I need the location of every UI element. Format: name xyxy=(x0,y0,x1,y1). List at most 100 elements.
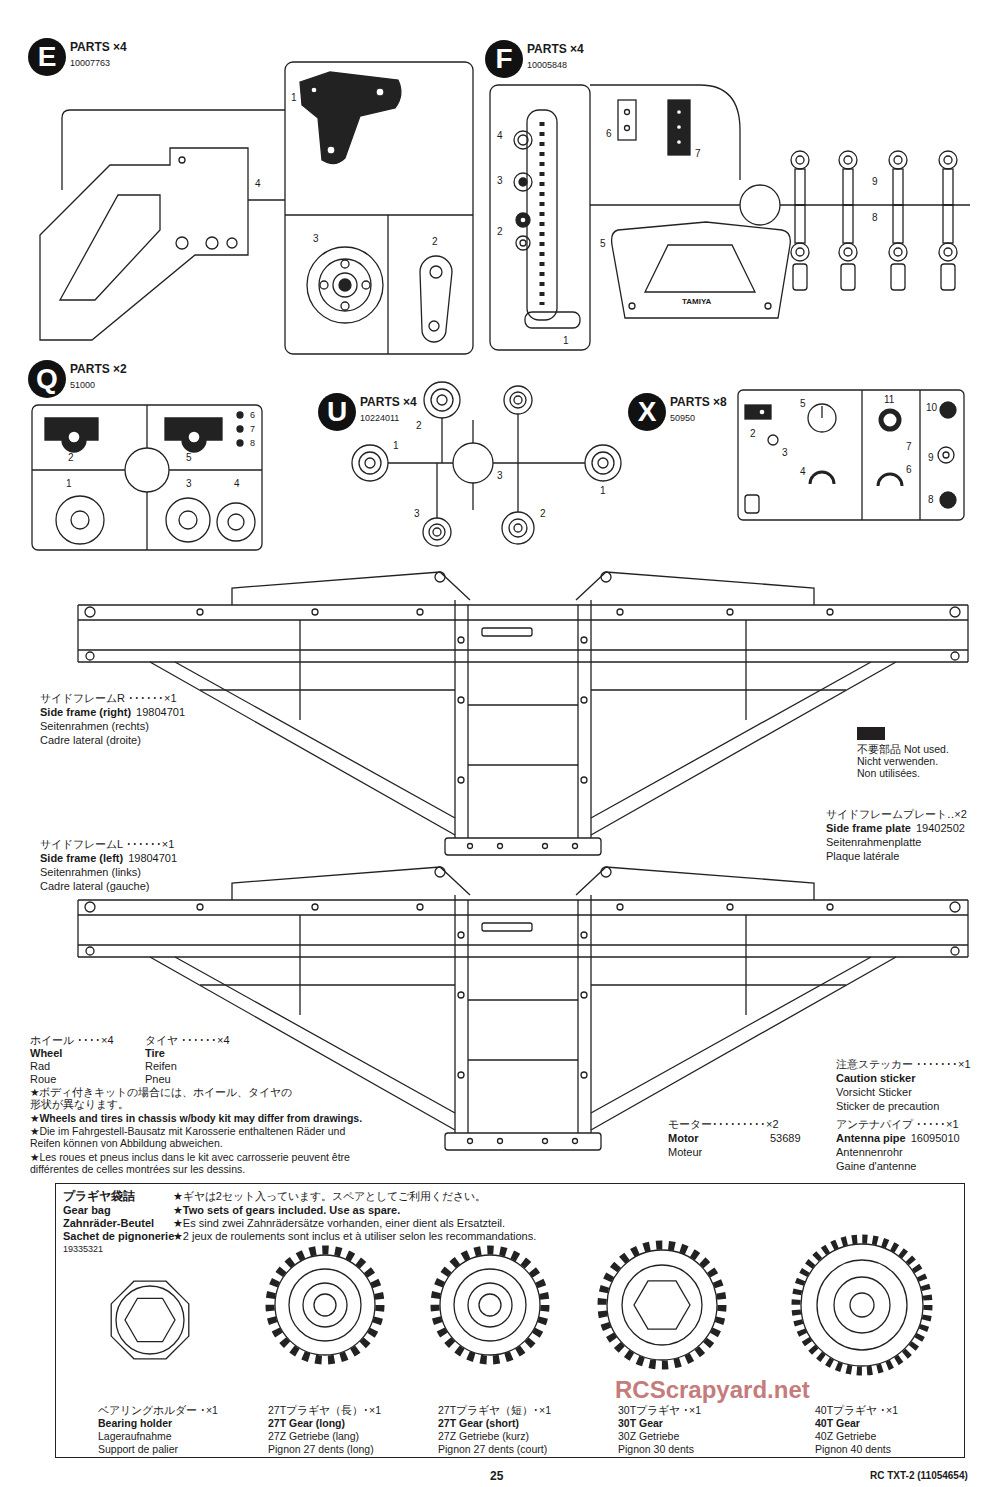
part-label: Side frame plate xyxy=(826,822,911,835)
part-label: Antenna pipe xyxy=(836,1132,906,1145)
sprue-e xyxy=(376,88,384,96)
part-label: 27Z Getriebe (kurz) xyxy=(438,1430,529,1442)
part-label: Gaine d'antenne xyxy=(836,1160,916,1173)
model-code: RC TXT-2 (11054654) xyxy=(870,1470,968,1482)
part-label: Pignon 27 dents (court) xyxy=(438,1443,547,1455)
sprue-u xyxy=(502,512,534,544)
sprue-x xyxy=(938,447,954,463)
callout-number: 8 xyxy=(250,438,255,448)
part-label: Roue xyxy=(30,1073,56,1086)
sprue-f xyxy=(796,156,804,164)
gear-drawings xyxy=(289,1269,361,1341)
sprue-f xyxy=(625,110,630,115)
node-text: ★Two sets of gears included. Use as spar… xyxy=(173,1204,400,1217)
sprue-u xyxy=(423,518,451,546)
sprue-f xyxy=(893,205,903,243)
sprue-e xyxy=(248,200,473,354)
side-frame-left xyxy=(78,867,968,1150)
sprue-f xyxy=(514,131,532,149)
gear-drawings xyxy=(850,1293,874,1317)
sprue-f xyxy=(618,100,636,140)
sprue-f xyxy=(677,110,682,115)
node-text: PARTS ×4 xyxy=(527,43,584,57)
node-text: ★Es sind zwei Zahnrädersätze vorhanden, … xyxy=(173,1217,505,1230)
callout-number: 8 xyxy=(928,494,934,506)
sprue-e xyxy=(227,238,237,248)
node-text: 50950 xyxy=(670,413,695,423)
sprue-f xyxy=(891,264,905,290)
sprue-letter: Q xyxy=(28,360,66,398)
gear-drawings xyxy=(303,1283,347,1327)
sprue-x xyxy=(940,402,956,418)
part-label: Reifen xyxy=(145,1060,177,1073)
sprue-e xyxy=(327,146,335,154)
note: ★Die im Fahrgestell-Bausatz mit Karosser… xyxy=(30,1125,375,1149)
callout-number: 7 xyxy=(695,148,701,160)
callout-number: 3 xyxy=(497,470,503,482)
sprue-f xyxy=(765,303,771,309)
sprue-q xyxy=(71,511,89,529)
sprue-q xyxy=(237,440,243,446)
sprue-letter: E xyxy=(28,38,66,76)
gear-bag-panel: プラギヤ袋詰Gear bagZahnräder-BeutelSachet de … xyxy=(55,1183,965,1458)
gear-drawings xyxy=(834,1277,890,1333)
sprue-e xyxy=(319,259,371,311)
sprue-e xyxy=(339,279,351,291)
node-text: ★ギヤは2セット入っています。スペアとしてご利用ください。 xyxy=(173,1190,486,1203)
part-label: 16095010 xyxy=(911,1132,960,1145)
sprue-f xyxy=(844,248,852,256)
callout-number: 1 xyxy=(600,485,606,497)
sprue-f xyxy=(893,169,903,205)
sprue-e xyxy=(179,157,185,163)
part-label: Side frame (right) xyxy=(40,706,131,719)
sprue-u xyxy=(514,524,522,532)
sprue-u xyxy=(424,382,460,418)
gear-drawings xyxy=(440,1255,540,1355)
sprue-e xyxy=(176,237,188,249)
callout-number: 5 xyxy=(800,398,806,410)
sprue-f xyxy=(839,243,857,261)
node-text: Gear bag xyxy=(63,1204,111,1217)
sprue-f xyxy=(625,126,630,131)
sprue-f xyxy=(939,243,957,261)
sprue-u xyxy=(352,445,388,481)
callout-number: 10 xyxy=(926,402,937,414)
sprue-f xyxy=(941,264,955,290)
node-text: 10005848 xyxy=(527,60,567,70)
gear-drawings xyxy=(435,1250,545,1360)
part-label: サイドフレームプレート‥×2 xyxy=(826,808,967,821)
part-label: Lageraufnahme xyxy=(98,1430,172,1442)
sprue-f xyxy=(894,248,902,256)
sprue-f xyxy=(795,169,805,205)
parts-tree-badge: EPARTS ×410007763 xyxy=(28,38,133,80)
sprue-u xyxy=(437,395,447,405)
sprue-f xyxy=(518,135,528,145)
part-label: Seitenrahmen (rechts) xyxy=(40,720,149,733)
sprue-f xyxy=(839,151,857,169)
parts-tree-badge: QPARTS ×251000 xyxy=(28,360,133,402)
callout-number: 1 xyxy=(291,92,297,104)
sprue-e xyxy=(320,281,328,289)
sprue-u xyxy=(431,389,453,411)
sprue-e xyxy=(60,195,160,300)
part-label: 30T Gear xyxy=(618,1417,663,1429)
part-label: 27Tプラギヤ（長）･×1 xyxy=(268,1404,381,1416)
callout-number: 2 xyxy=(68,452,74,464)
sprue-f xyxy=(677,125,682,130)
callout-number: 2 xyxy=(432,236,438,248)
part-label: Antennenrohr xyxy=(836,1146,903,1159)
sprue-x xyxy=(808,404,836,432)
part-label: Motor xyxy=(668,1132,699,1145)
sprue-q xyxy=(237,426,243,432)
callout-number: 4 xyxy=(497,130,503,142)
part-label: モーター･････････×2 xyxy=(668,1118,779,1131)
sprue-e xyxy=(40,148,248,340)
part-label: Wheel xyxy=(30,1047,62,1060)
sprue-u xyxy=(585,445,621,481)
sprue-e xyxy=(341,260,349,268)
part-label: 30Tプラギヤ ･×1 xyxy=(618,1404,701,1416)
sprue-e xyxy=(300,72,401,164)
parts-tree-badge: FPARTS ×410005848 xyxy=(485,40,590,82)
part-label: Moteur xyxy=(668,1146,702,1159)
